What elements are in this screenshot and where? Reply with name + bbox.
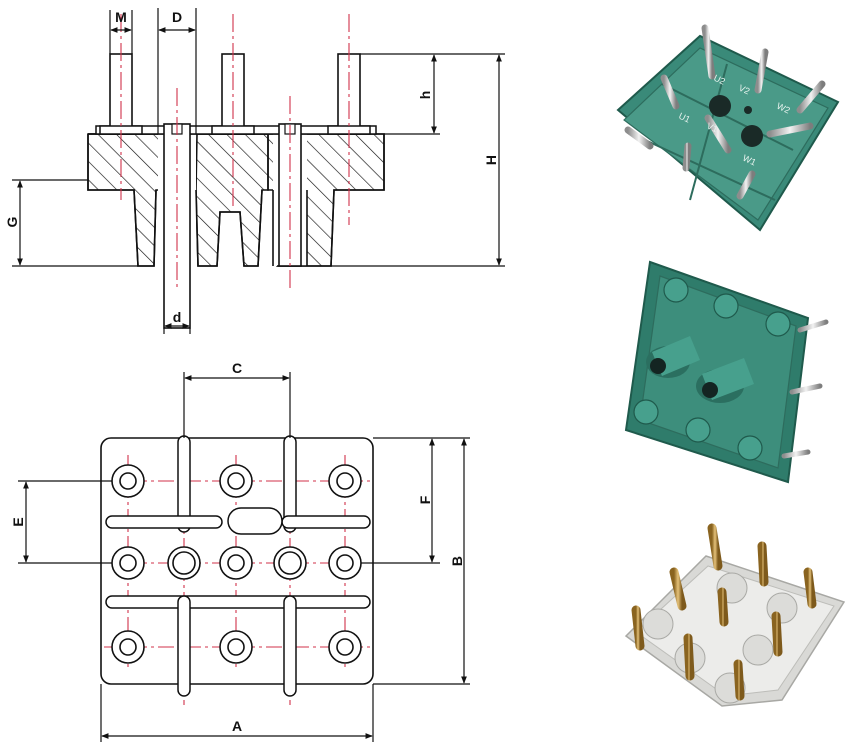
terminal-label-u1: U1	[677, 111, 692, 125]
dim-label-c: C	[232, 360, 242, 376]
dim-label-d-upper: D	[172, 9, 182, 25]
section-body-middle	[195, 133, 269, 267]
photo-green-block-top: U2 V2 W2 U1 V1 W1	[616, 24, 840, 232]
dim-label-b: B	[449, 556, 465, 566]
top-plan-view: C E F B A	[10, 360, 470, 742]
dim-label-m: M	[115, 9, 127, 25]
dim-label-f: F	[417, 495, 433, 504]
dim-label-e: E	[10, 517, 26, 526]
side-section-view: M D h H G d	[4, 8, 505, 334]
section-body-left	[87, 133, 161, 267]
terminal-label-v1: V1	[705, 121, 719, 135]
photo-green-block-bottom	[624, 260, 829, 484]
terminal-label-v2: V2	[737, 83, 751, 97]
center-oval-slot	[227, 507, 283, 535]
dim-label-g: G	[4, 216, 20, 227]
dim-label-h-small: h	[417, 91, 433, 100]
dim-label-d-lower: d	[173, 309, 182, 325]
photo-white-block	[624, 523, 846, 707]
terminal-label-u2: U2	[712, 73, 727, 87]
dim-label-a: A	[232, 718, 242, 734]
dim-label-h-total: H	[483, 155, 499, 165]
